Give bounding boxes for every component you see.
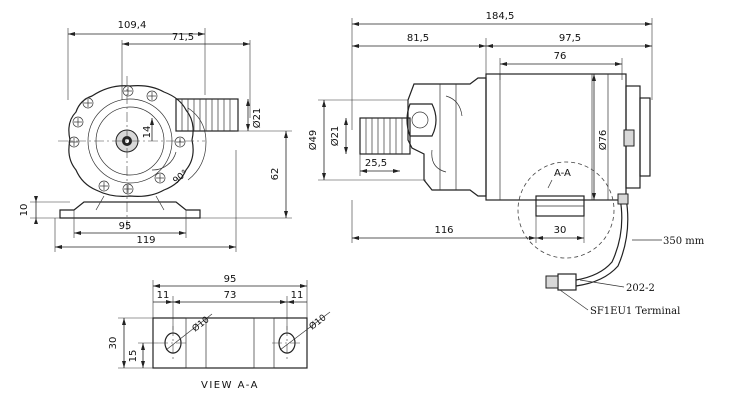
view-a-a: 95 11 73 11 30 bbox=[108, 274, 331, 391]
dim-total-length: 184,5 bbox=[486, 11, 515, 22]
outlet-pipe-front bbox=[175, 98, 239, 132]
dim-hub-14: 14 bbox=[142, 126, 153, 139]
base-mount-front bbox=[59, 195, 201, 219]
view-title: VIEW A-A bbox=[201, 380, 259, 391]
dim-outlet-dia-49: Ø49 bbox=[307, 130, 319, 151]
side-view: 184,5 81,5 97,5 76 bbox=[307, 11, 705, 317]
view-dim-left-offset: 11 bbox=[157, 290, 170, 301]
dim-base-width: 119 bbox=[136, 235, 155, 246]
dim-pipe-dia-front: Ø21 bbox=[251, 108, 263, 129]
dim-motor-dia-76: Ø76 bbox=[597, 130, 609, 151]
dim-base-thickness: 10 bbox=[19, 204, 30, 217]
dim-outlet-dia-21: Ø21 bbox=[329, 126, 341, 147]
dim-front-offset: 71,5 bbox=[172, 32, 194, 43]
mounting-plate bbox=[152, 317, 308, 369]
dim-inlet-length: 81,5 bbox=[407, 33, 429, 44]
view-dim-width: 95 bbox=[224, 274, 237, 285]
outlet-pipe-side bbox=[359, 117, 411, 155]
view-dim-right-offset: 11 bbox=[291, 290, 304, 301]
front-view: 109,4 71,5 bbox=[19, 20, 292, 252]
motor-body bbox=[485, 73, 651, 201]
view-dim-hole-height: 15 bbox=[128, 350, 139, 363]
dim-foot-width: 95 bbox=[119, 221, 132, 232]
connector-model-label: 202-2 bbox=[626, 283, 655, 294]
dim-front-width: 109,4 bbox=[118, 20, 147, 31]
view-dim-hole-spacing: 73 bbox=[224, 290, 237, 301]
base-bracket-side bbox=[535, 195, 585, 217]
view-dim-height: 30 bbox=[108, 337, 119, 350]
pump-head-side bbox=[406, 77, 487, 197]
section-circle bbox=[517, 161, 615, 259]
dim-to-bracket: 116 bbox=[434, 225, 453, 236]
housing-screws bbox=[68, 85, 186, 195]
dim-outlet-length: 25,5 bbox=[365, 158, 387, 169]
terminal-label: SF1EU1 Terminal bbox=[590, 306, 680, 317]
dim-height-62: 62 bbox=[270, 168, 281, 181]
dim-motor-body: 76 bbox=[554, 51, 567, 62]
cable bbox=[545, 193, 629, 291]
dim-bracket-30: 30 bbox=[554, 225, 567, 236]
pump-housing bbox=[68, 85, 194, 197]
cable-length-label: 350 mm bbox=[663, 236, 705, 247]
section-label: A-A bbox=[554, 168, 571, 179]
dim-motor-length: 97,5 bbox=[559, 33, 581, 44]
dim-angle-90: 90° bbox=[172, 168, 191, 186]
